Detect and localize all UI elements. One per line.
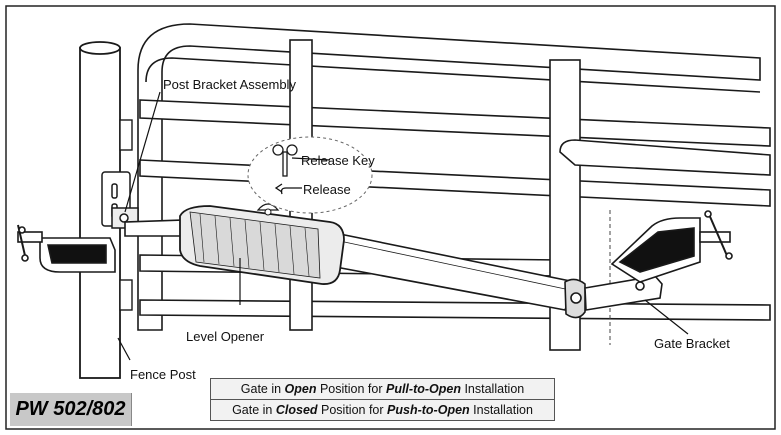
leader-lines [117,91,689,361]
opener-housing [179,203,345,285]
post-bracket [101,171,139,229]
right-clamp [610,210,733,283]
frame-border [5,5,776,430]
left-clamp [17,224,116,273]
fence-post [79,41,133,379]
caption-row-closed: Gate in Closed Position for Push-to-Open… [211,399,554,420]
release-label: Release [303,182,351,197]
level-opener-label: Level Opener [186,329,265,344]
release-key-label: Release Key [301,153,375,168]
gate-bracket [564,275,663,319]
release-key-icon [272,144,298,177]
fence-post-label: Fence Post [130,367,196,382]
caption-row-open: Gate in Open Position for Pull-to-Open I… [240,382,525,396]
gate-back-rail [559,139,771,176]
model-badge: PW 502/802 [10,393,132,426]
gate-bracket-label: Gate Bracket [654,336,730,351]
post-bracket-label: Post Bracket Assembly [163,77,296,92]
release-arrow-icon [280,187,302,195]
installation-caption: Gate in Open Position for Pull-to-Open I… [210,378,555,421]
model-number: PW 502/802 [15,398,126,420]
gate-frame [137,23,771,351]
opener-arm [124,219,577,311]
release-key-callout [247,136,373,214]
